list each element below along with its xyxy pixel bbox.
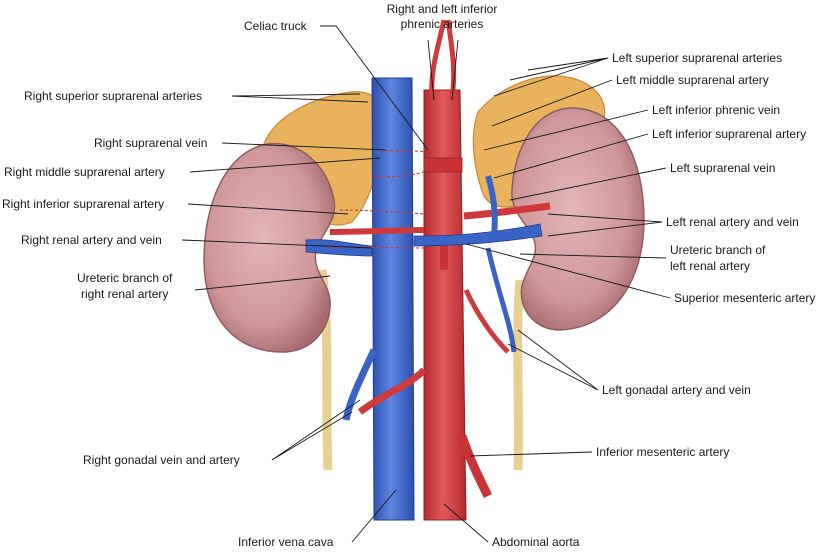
left-renal-vein bbox=[413, 223, 543, 247]
label-left-inferior-suprarenal-artery: Left inferior suprarenal artery bbox=[652, 127, 806, 141]
left-gonadal-vessels bbox=[485, 247, 517, 353]
label-celiac-truck: Celiac truck bbox=[244, 19, 308, 33]
inferior-mesenteric-artery bbox=[457, 434, 493, 499]
label-superior-mesenteric-artery: Superior mesenteric artery bbox=[674, 291, 815, 305]
label-abdominal-aorta: Abdominal aorta bbox=[492, 535, 580, 549]
label-left-middle-suprarenal-artery: Left middle suprarenal artery bbox=[616, 73, 769, 87]
left-renal-artery bbox=[463, 202, 551, 220]
label-left-suprarenal-vein: Left suprarenal vein bbox=[670, 161, 775, 175]
label-ureteric-branch-right-line2: right renal artery bbox=[81, 287, 168, 301]
label-right-superior-suprarenal-arteries: Right superior suprarenal arteries bbox=[24, 89, 202, 103]
abdominal-aorta bbox=[423, 89, 467, 521]
label-right-inferior-suprarenal-artery: Right inferior suprarenal artery bbox=[2, 197, 164, 211]
label-right-suprarenal-vein: Right suprarenal vein bbox=[94, 136, 207, 150]
right-kidney bbox=[203, 142, 336, 353]
label-inferior-vena-cava: Inferior vena cava bbox=[238, 535, 334, 549]
right-renal-artery bbox=[329, 227, 425, 235]
label-left-renal-artery-vein: Left renal artery and vein bbox=[666, 215, 799, 229]
left-suprarenal-vein bbox=[485, 175, 498, 237]
label-right-renal-artery-vein: Right renal artery and vein bbox=[21, 233, 162, 247]
label-ureteric-branch-right-line1: Ureteric branch of bbox=[77, 271, 173, 285]
left-gonadal-artery bbox=[463, 288, 510, 354]
label-ureteric-branch-left-line1: Ureteric branch of bbox=[670, 243, 766, 257]
left-ureter bbox=[513, 279, 525, 471]
label-left-superior-suprarenal-arteries: Left superior suprarenal arteries bbox=[612, 51, 782, 65]
label-inferior-mesenteric-artery: Inferior mesenteric artery bbox=[596, 445, 729, 459]
right-gonadal-artery bbox=[357, 367, 427, 415]
label-right-gonadal-vein-artery: Right gonadal vein and artery bbox=[83, 453, 240, 467]
suprarenal-small-vessels bbox=[325, 149, 425, 249]
label-phrenic-arteries-line1: Right and left inferior bbox=[387, 2, 498, 16]
label-phrenic-arteries-line2: phrenic arteries bbox=[401, 17, 484, 31]
celiac-trunk bbox=[423, 157, 463, 173]
label-right-middle-suprarenal-artery: Right middle suprarenal artery bbox=[4, 165, 165, 179]
leader-lines bbox=[181, 25, 671, 543]
label-left-inferior-phrenic-vein: Left inferior phrenic vein bbox=[652, 103, 780, 117]
right-renal-vein bbox=[305, 239, 373, 257]
label-ureteric-branch-left-line2: left renal artery bbox=[670, 259, 750, 273]
phrenic-arteries bbox=[429, 19, 457, 101]
inferior-vena-cava bbox=[371, 77, 415, 521]
label-left-gonadal-artery-vein: Left gonadal artery and vein bbox=[602, 383, 751, 397]
